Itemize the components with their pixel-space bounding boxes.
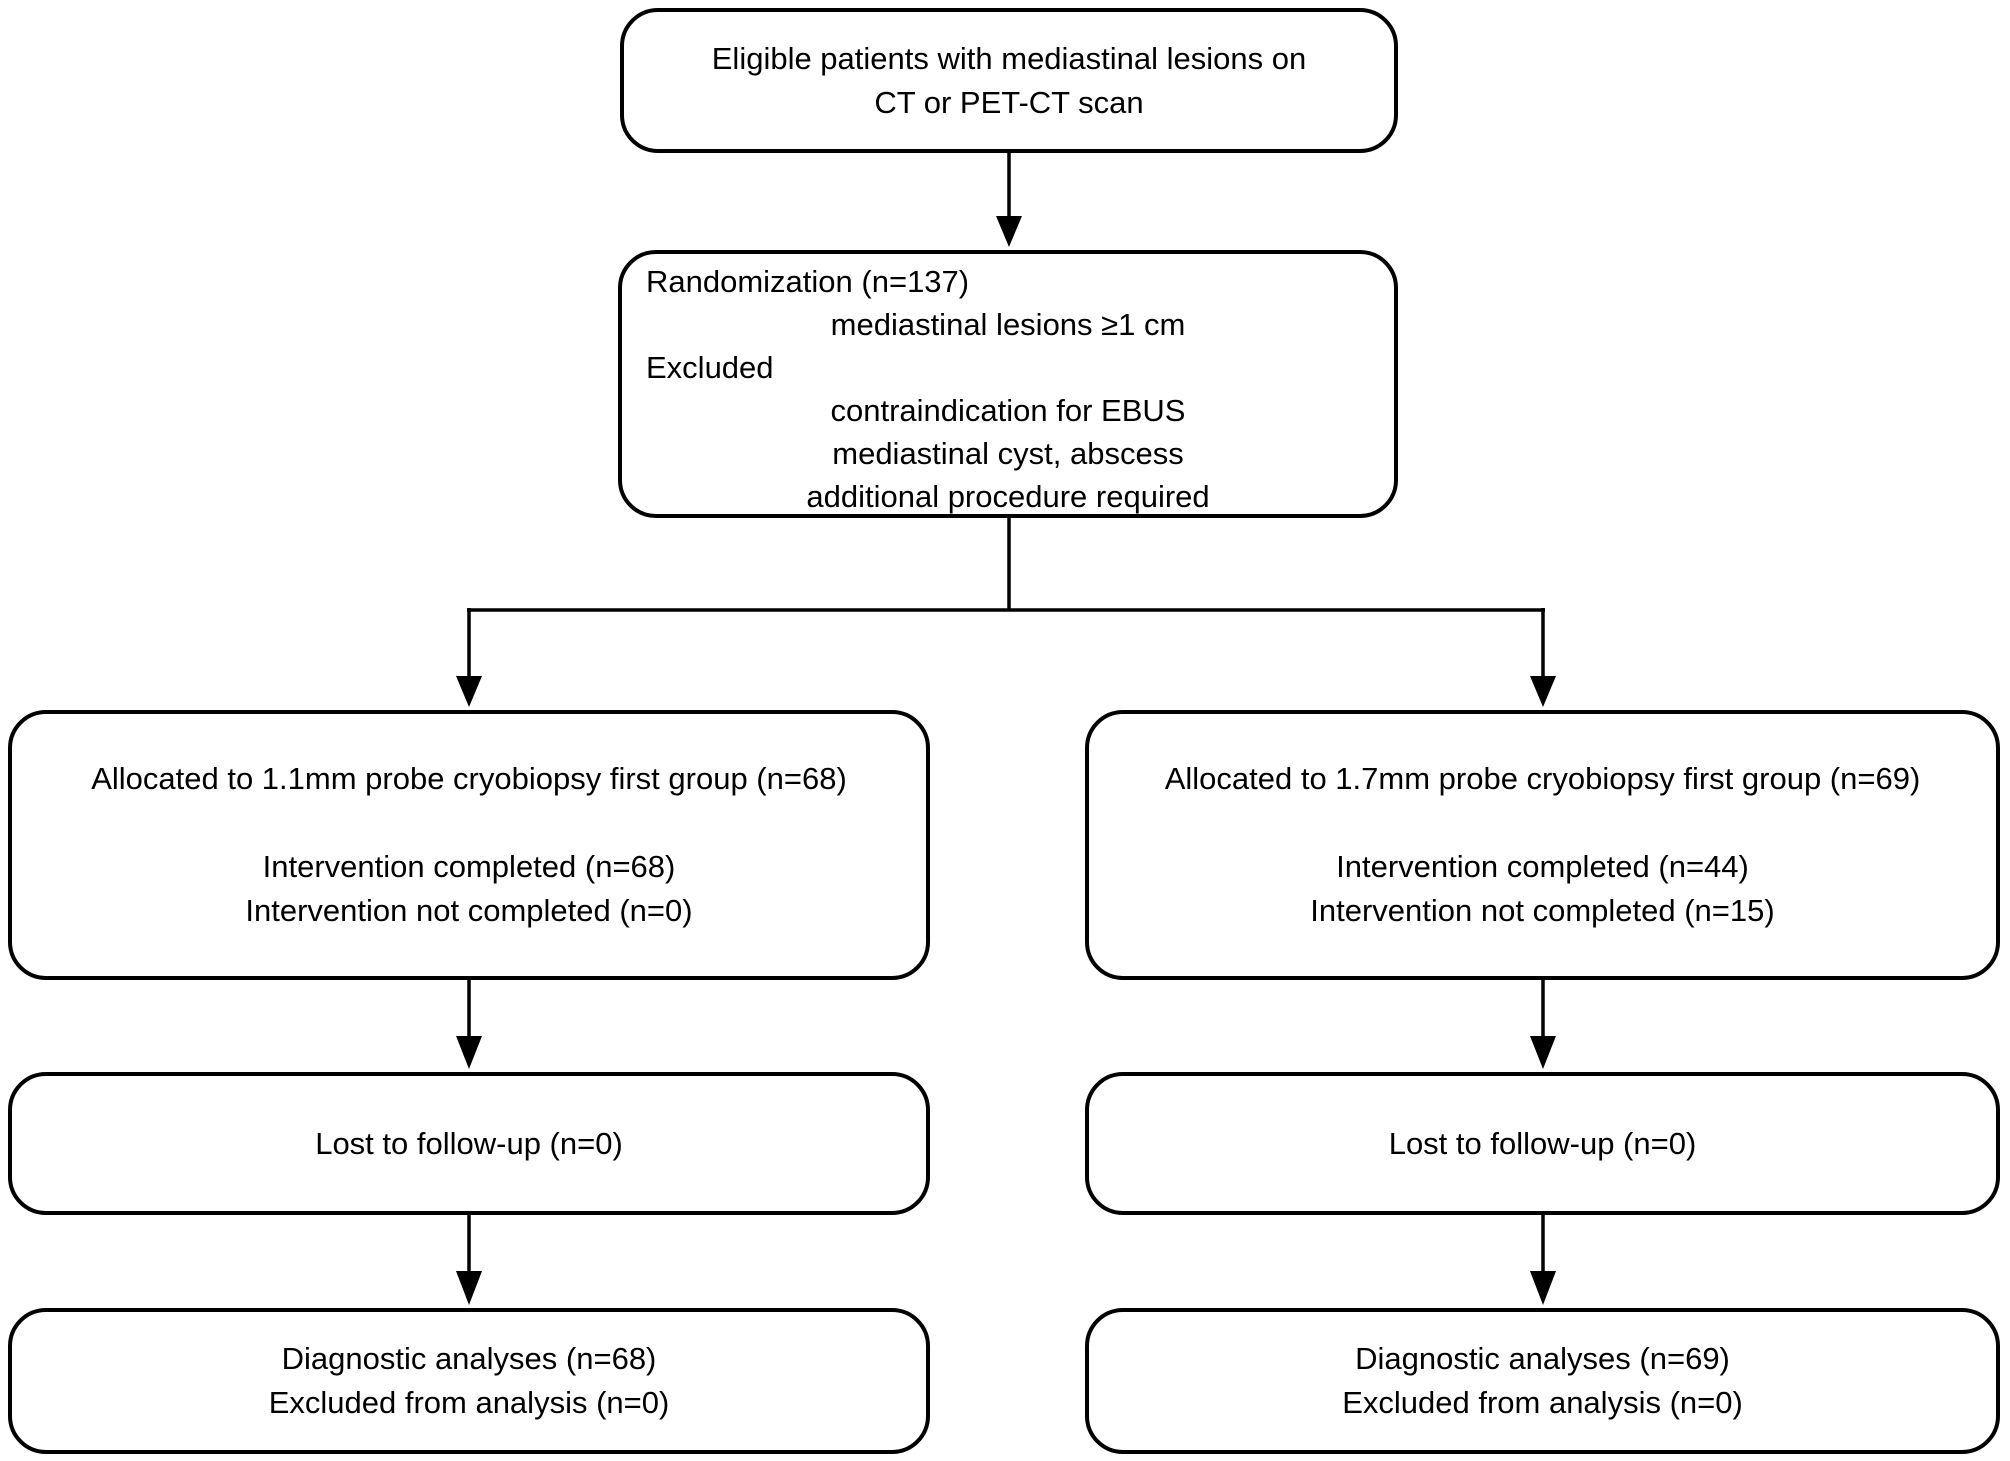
- eligible-patients-box: Eligible patients with mediastinal lesio…: [620, 8, 1398, 153]
- box-line: Excluded from analysis (n=0): [1342, 1385, 1743, 1420]
- box-line: Excluded: [646, 350, 774, 385]
- box-line: Excluded from analysis (n=0): [268, 1385, 670, 1420]
- box-line: Randomization (n=137): [646, 264, 970, 299]
- box-line-spacer: [1089, 801, 1996, 845]
- randomization-box: Randomization (n=137) mediastinal lesion…: [618, 250, 1398, 518]
- box-line: mediastinal lesions ≥1 cm: [830, 307, 1186, 342]
- arrow-eligible-to-randomization-head: [996, 216, 1022, 247]
- allocated-1-7mm-group-box: Allocated to 1.7mm probe cryobiopsy firs…: [1085, 710, 2000, 980]
- arrow-lost-right-to-diag-right-head: [1530, 1271, 1556, 1305]
- box-line: Intervention not completed (n=0): [245, 893, 693, 928]
- box-line: Intervention completed (n=44): [1336, 849, 1749, 884]
- box-line: Eligible patients with mediastinal lesio…: [711, 40, 1307, 76]
- box-line: Lost to follow-up (n=0): [1388, 1125, 1697, 1161]
- lost-to-follow-up-right-box: Lost to follow-up (n=0): [1085, 1072, 2000, 1215]
- box-line: Lost to follow-up (n=0): [315, 1125, 623, 1161]
- box-line: mediastinal cyst, abscess: [832, 436, 1184, 471]
- box-line: Intervention completed (n=68): [262, 849, 676, 884]
- arrow-split-to-alloc-right-head: [1530, 676, 1556, 707]
- box-line: additional procedure required: [806, 479, 1210, 514]
- box-line: Diagnostic analyses (n=69): [1355, 1341, 1730, 1376]
- arrow-alloc-left-to-lost-left-head: [456, 1036, 482, 1069]
- box-line: Diagnostic analyses (n=68): [281, 1341, 657, 1376]
- lost-to-follow-up-left-box: Lost to follow-up (n=0): [8, 1072, 930, 1215]
- box-line-spacer: [12, 801, 926, 845]
- arrow-split-to-alloc-left-head: [456, 676, 482, 707]
- box-line: contraindication for EBUS: [830, 393, 1186, 428]
- box-line: Intervention not completed (n=15): [1310, 893, 1775, 928]
- box-line: Allocated to 1.7mm probe cryobiopsy firs…: [1164, 761, 1921, 796]
- diagnostic-analyses-left-box: Diagnostic analyses (n=68) Excluded from…: [8, 1308, 930, 1454]
- box-line: CT or PET-CT scan: [874, 84, 1144, 120]
- box-line: Allocated to 1.1mm probe cryobiopsy firs…: [91, 761, 847, 796]
- diagnostic-analyses-right-box: Diagnostic analyses (n=69) Excluded from…: [1085, 1308, 2000, 1454]
- allocated-1-1mm-group-box: Allocated to 1.1mm probe cryobiopsy firs…: [8, 710, 930, 980]
- arrow-lost-left-to-diag-left-head: [456, 1271, 482, 1305]
- arrow-alloc-right-to-lost-right-head: [1530, 1036, 1556, 1069]
